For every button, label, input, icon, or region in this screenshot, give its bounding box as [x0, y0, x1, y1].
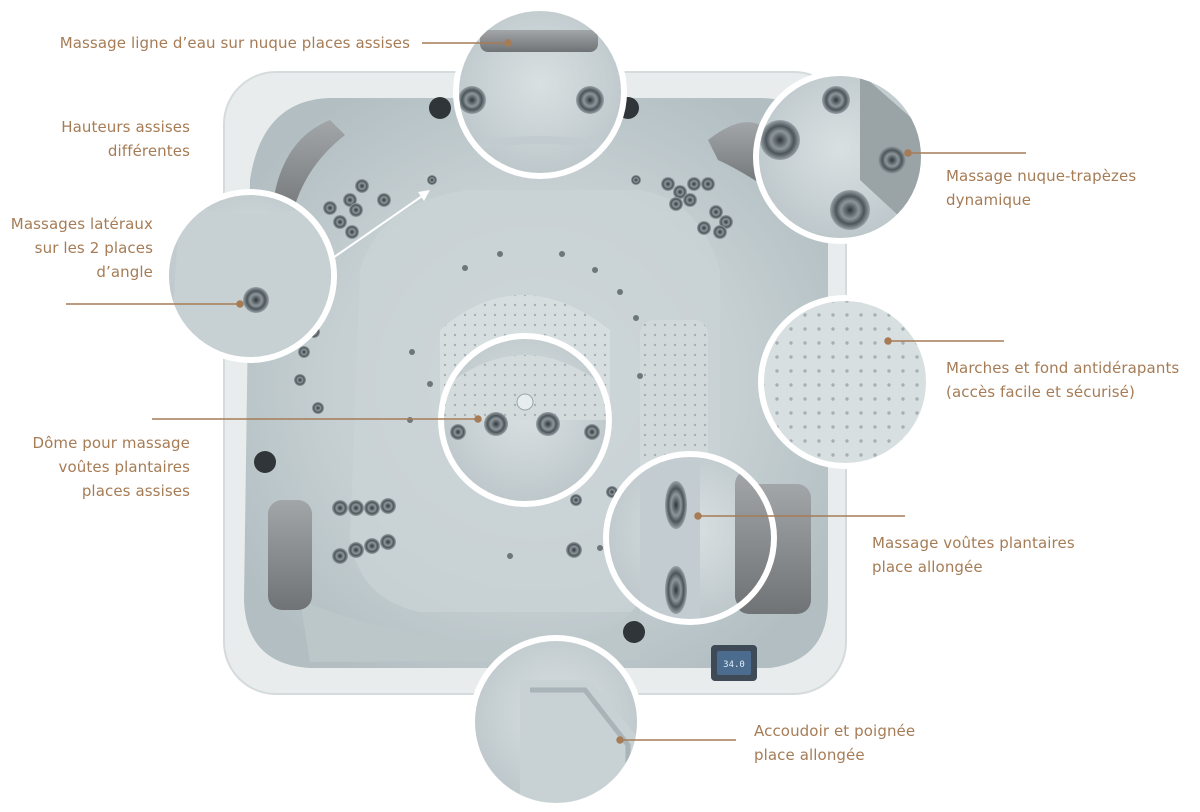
jet-icon [570, 494, 582, 506]
jet-icon [709, 205, 723, 219]
air-jet-icon [427, 381, 433, 387]
jet-icon [701, 177, 715, 191]
jet-icon [697, 221, 711, 235]
shell-jets [294, 175, 733, 564]
jet-icon [631, 175, 641, 185]
air-jet-icon [633, 315, 639, 321]
air-jet-icon [559, 251, 565, 257]
air-jet-icon [409, 349, 415, 355]
jet-icon [298, 346, 310, 358]
leader-lines [66, 39, 1026, 744]
lens-side-massage [163, 189, 337, 363]
jet-icon [673, 185, 687, 199]
air-jet-icon [507, 553, 513, 559]
control-panel-display: 34.0 [723, 660, 745, 670]
air-jet-icon [617, 289, 623, 295]
lens-neck-waterline [453, 5, 627, 179]
jet-icon [683, 193, 697, 207]
jet-icon [333, 215, 347, 229]
jet-icon [364, 538, 380, 554]
jet-icon [380, 498, 396, 514]
label-neck-waterline: Massage ligne d’eau sur nuque places ass… [59, 34, 410, 52]
air-jet-icon [497, 251, 503, 257]
control-panel: 34.0 [711, 645, 757, 681]
jet-icon [312, 402, 324, 414]
jet-icon [713, 225, 727, 239]
jet-icon [294, 374, 306, 386]
jet-icon [380, 534, 396, 550]
air-jet-icon [407, 417, 413, 423]
jet-icon [566, 542, 582, 558]
jet-icon [355, 179, 369, 193]
jet-icon [323, 201, 337, 215]
lens-armrest [469, 635, 643, 809]
jet-icon [364, 500, 380, 516]
lens-arch-lounger [603, 451, 777, 625]
air-jet-icon [462, 265, 468, 271]
jet-icon [348, 500, 364, 516]
lens-neck-trapezius [753, 70, 927, 244]
jet-icon [332, 548, 348, 564]
jet-icon [687, 177, 701, 191]
label-arch-lounger: Massage voûtes plantaires place allongée [872, 534, 1075, 576]
jet-icon [669, 197, 683, 211]
air-jet-icon [597, 545, 603, 551]
jet-icon [332, 500, 348, 516]
air-jet-icon [592, 267, 598, 273]
jet-icon [661, 177, 675, 191]
label-seat-heights: Hauteurs assises différentes [61, 118, 190, 160]
jet-icon [348, 542, 364, 558]
air-jet-icon [637, 373, 643, 379]
jet-icon [349, 203, 363, 217]
label-neck-trapezius: Massage nuque-trapèzes dynamique [946, 167, 1137, 209]
label-dome: Dôme pour massage voûtes plantaires plac… [32, 434, 190, 500]
label-side-massage: Massages latéraux sur les 2 places d’ang… [10, 215, 153, 281]
lens-non-slip-steps [758, 295, 932, 469]
suction-cover-left-icon [254, 451, 276, 473]
jet-icon [345, 225, 359, 239]
suction-cover-right-icon [623, 621, 645, 643]
jet-icon [427, 175, 437, 185]
suction-cover-top-icon [429, 97, 451, 119]
jet-icon [377, 193, 391, 207]
label-steps-floor: Marches et fond antidérapants (accès fac… [946, 359, 1180, 401]
lens-dome [438, 333, 612, 507]
label-armrest: Accoudoir et poignée place allongée [754, 722, 916, 764]
